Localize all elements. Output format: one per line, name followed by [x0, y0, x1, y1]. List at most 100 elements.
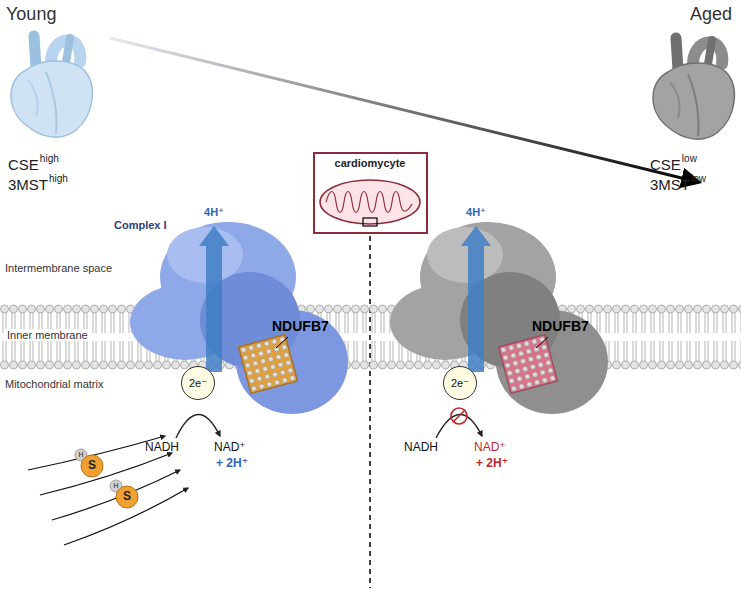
complex-i-aged: [390, 222, 608, 414]
mitochondrion: [320, 180, 420, 226]
subunit-label-text: NDUFB7: [532, 318, 589, 334]
divider-line: [369, 236, 371, 588]
level-superscript-text: high: [49, 173, 68, 184]
atom-symbol-text: H: [78, 451, 83, 458]
h2s-flux-part: [81, 455, 103, 477]
product-label-text: NAD⁺: [474, 440, 506, 454]
age-label-text: Young: [6, 4, 56, 24]
substrate-label: NADH: [404, 441, 438, 455]
h2s-flux-part: [116, 486, 138, 508]
level-superscript-text: low: [682, 153, 697, 164]
complex-i-aged-part-part: [499, 335, 558, 394]
mitochondrion-part: [363, 218, 377, 226]
electron-label: 2e⁻: [189, 377, 207, 390]
reaction-arrows-part: [451, 408, 467, 424]
region-label-text: Inner membrane: [5, 329, 90, 341]
atom-symbol: H: [113, 482, 118, 490]
enzyme-label: CSE: [650, 156, 681, 173]
young-heart-part: [28, 80, 38, 116]
complex-i-young-part: [276, 337, 288, 348]
mitochondrion-part: [320, 180, 420, 224]
proton-label-text: 4H⁺: [466, 206, 486, 218]
complex-i-aged-part: [499, 335, 558, 394]
h2s-flux-part: [40, 453, 172, 495]
complex-i-young-part-part: [239, 335, 298, 394]
region-label-text: Intermembrane space: [5, 262, 112, 274]
ageing-arrow-part: [110, 38, 698, 182]
age-label-text: Aged: [690, 4, 732, 24]
region-label-text: Mitochondrial matrix: [5, 378, 103, 390]
proton-label: 4H⁺: [466, 206, 486, 219]
reaction-arrows-part: [436, 414, 482, 438]
atom-symbol-text: S: [123, 489, 131, 503]
electron-circle: 2e⁻: [181, 366, 215, 400]
reaction-arrows-part: [176, 414, 220, 438]
complex-i-aged-part: [427, 227, 503, 283]
enzyme-label-text: 3MST: [650, 176, 690, 193]
young-heart-part: [46, 72, 57, 134]
complex-i-young-part: [167, 227, 243, 283]
box-heading: cardiomycyte: [335, 157, 406, 169]
complex-label-text: Complex I: [114, 219, 167, 231]
level-superscript: high: [40, 153, 59, 165]
young-heart-part: [11, 61, 92, 137]
enzyme-label-text: 3MST: [8, 176, 48, 193]
reaction-arrows-part: [453, 410, 465, 422]
region-label: Intermembrane space: [5, 262, 112, 275]
product-label-text: NAD⁺: [214, 440, 246, 454]
ageing-arrow: [110, 38, 698, 182]
h2s-flux-part: [64, 488, 188, 545]
cell-box: cardiomycyte: [313, 152, 428, 234]
reaction-arrows: [176, 408, 482, 438]
subunit-label: NDUFB7: [532, 318, 589, 334]
electron-circle: 2e⁻: [443, 366, 477, 400]
atom-symbol: S: [123, 490, 131, 504]
complex-i-aged-part-part: [499, 335, 558, 394]
enzyme-label: CSE: [8, 156, 39, 173]
proton-label: 4H⁺: [204, 206, 224, 219]
product-label: NAD⁺: [474, 441, 506, 455]
aged-heart-part: [670, 82, 680, 118]
product-label: + 2H⁺: [216, 457, 248, 471]
complex-label: Complex I: [114, 219, 167, 232]
substrate-label-text: NADH: [145, 440, 179, 454]
aged-heart-part: [708, 40, 712, 64]
substrate-label: NADH: [145, 441, 179, 455]
enzyme-label-text: CSE: [8, 156, 39, 173]
enzyme-label: 3MST: [650, 176, 690, 193]
substrate-label-text: NADH: [404, 440, 438, 454]
complex-i-aged-part: [461, 226, 491, 372]
atom-symbol: H: [78, 451, 83, 459]
region-label: Mitochondrial matrix: [5, 378, 103, 391]
age-label: Aged: [690, 4, 732, 25]
electron-label: 2e⁻: [451, 377, 469, 390]
h2s-flux: [28, 436, 188, 545]
subunit-label: NDUFB7: [272, 318, 329, 334]
product-label-text: + 2H⁺: [216, 456, 248, 470]
inner-membrane: [0, 304, 741, 370]
atom-symbol-text: S: [88, 458, 96, 472]
atom-symbol: S: [88, 459, 96, 473]
aged-heart: [653, 38, 734, 139]
complex-i-young-part: [199, 226, 229, 372]
complex-i-young-part-part: [239, 335, 298, 394]
region-label: Inner membrane: [5, 329, 90, 342]
mitochondrion-part: [326, 192, 412, 213]
complex-i-young: [130, 222, 348, 414]
product-label: NAD⁺: [214, 441, 246, 455]
aged-heart-part: [676, 38, 678, 70]
age-label: Young: [6, 4, 56, 25]
product-label-text: + 2H⁺: [476, 456, 508, 470]
level-superscript-text: high: [40, 153, 59, 164]
level-superscript: low: [682, 153, 697, 165]
enzyme-label: 3MST: [8, 176, 48, 193]
aged-heart-part: [653, 63, 734, 139]
young-heart-part: [66, 38, 70, 62]
product-label: + 2H⁺: [476, 457, 508, 471]
young-heart: [11, 36, 92, 137]
subunit-label-text: NDUFB7: [272, 318, 329, 334]
level-superscript: high: [49, 173, 68, 185]
level-superscript-text: low: [691, 173, 706, 184]
h2s-flux-part: [52, 470, 180, 520]
young-heart-part: [34, 36, 36, 68]
